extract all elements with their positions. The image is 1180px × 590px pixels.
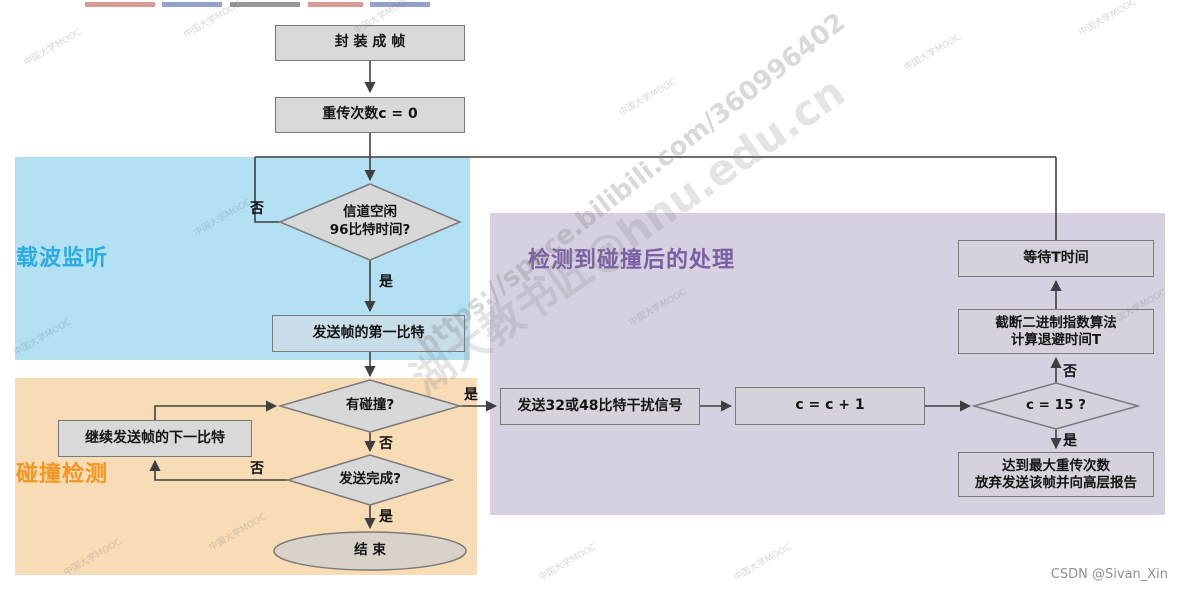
top-edge-artifact: [162, 2, 222, 7]
max-retry-line1: 达到最大重传次数: [1002, 457, 1110, 474]
send-next-bit-box: 继续发送帧的下一比特: [58, 420, 252, 457]
decision-shapes: [273, 183, 1141, 571]
connector-idle-no-loop: [254, 157, 280, 223]
send-first-bit-box: 发送帧的第一比特: [272, 315, 465, 352]
increment-c-box: c = c + 1: [735, 387, 925, 425]
top-edge-artifact: [308, 2, 363, 7]
channel-idle-label: 信道空闲 96比特时间?: [280, 194, 460, 250]
send-complete-diamond: [285, 454, 455, 506]
wait-t-box: 等待T时间: [958, 240, 1154, 277]
backoff-line2: 计算退避时间T: [1010, 331, 1102, 348]
channel-idle-diamond: [278, 183, 462, 261]
retry-count-zero-box: 重传次数c = 0: [275, 97, 465, 133]
complete-yes-label: 是: [379, 509, 393, 525]
c15-no-label: 否: [1063, 364, 1077, 380]
channel-idle-line1: 信道空闲: [343, 204, 397, 221]
encapsulate-frame-box: 封 装 成 帧: [275, 25, 465, 61]
max-retry-abort-box: 达到最大重传次数 放弃发送该帧并向高层报告: [958, 452, 1154, 497]
c-equals-15-diamond: [971, 382, 1141, 430]
send-jam-signal-box: 发送32或48比特干扰信号: [500, 388, 700, 425]
collision-yes-label: 是: [464, 387, 478, 403]
carrier-sense-title: 载波监听: [16, 246, 109, 271]
c15-yes-label: 是: [1063, 433, 1077, 449]
c-equals-15-label: c = 15 ?: [1025, 397, 1087, 414]
end-label: 结 束: [354, 542, 386, 559]
csdn-credit: CSDN @Sivan_Xin: [1050, 567, 1168, 582]
idle-no-label: 否: [250, 201, 264, 217]
collision-handling-title: 检测到碰撞后的处理: [528, 248, 736, 273]
top-edge-artifact: [370, 2, 430, 7]
max-retry-line2: 放弃发送该帧并向高层报告: [975, 474, 1137, 491]
flow-connectors: [149, 61, 1062, 530]
collision-detection-title: 碰撞检测: [16, 462, 109, 487]
channel-idle-line2: 96比特时间?: [329, 222, 411, 238]
end-terminator: [273, 531, 467, 571]
arrow-next-bit-to-collision: [154, 400, 278, 420]
backoff-algorithm-box: 截断二进制指数算法 计算退避时间T: [958, 309, 1154, 354]
send-complete-label: 发送完成?: [339, 471, 401, 488]
idle-yes-label: 是: [379, 274, 393, 290]
complete-no-label: 否: [250, 461, 264, 477]
top-edge-artifact: [85, 2, 155, 7]
collision-no-label: 否: [379, 436, 393, 452]
backoff-line1: 截断二进制指数算法: [995, 314, 1117, 331]
top-edge-artifact: [230, 2, 300, 7]
arrow-complete-no-to-next-bit: [149, 459, 288, 481]
has-collision-diamond: [277, 379, 463, 433]
has-collision-label: 有碰撞?: [345, 397, 395, 414]
